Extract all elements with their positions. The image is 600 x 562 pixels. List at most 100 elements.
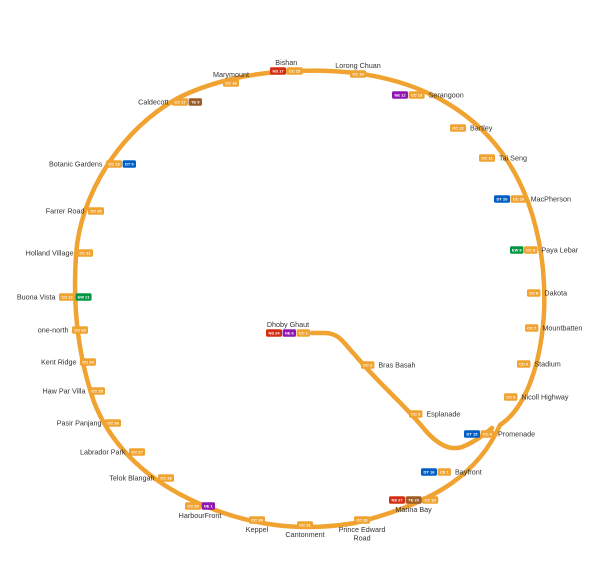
station-code-badge: [422, 496, 439, 504]
station-bayfront: DT 16 CE 1 Bayfront: [421, 468, 482, 477]
station-macpherson: DT 26 CC 10 MacPherson: [494, 195, 571, 204]
station-code: EW 8: [512, 248, 523, 253]
station-name: Keppel: [246, 525, 269, 534]
station-name: Labrador Park: [80, 448, 126, 457]
station-name: Road: [353, 533, 370, 542]
station-code: CC 24: [82, 360, 94, 365]
station-code-badge: [389, 496, 405, 504]
station-code-badge: [409, 410, 423, 418]
station-code-badge: [266, 329, 282, 337]
station-name: Esplanade: [426, 410, 460, 419]
station-name: Promenade: [498, 430, 535, 439]
station-code: CC 22: [61, 295, 73, 300]
circle-line-downtown-branch-route: [309, 330, 495, 451]
station-code: TE 20: [408, 498, 419, 503]
station-code: CE 1: [440, 470, 450, 475]
station-code: CC 1: [299, 331, 309, 336]
station-code-badge: [59, 293, 75, 301]
station-code: CC 33: [425, 498, 437, 503]
station-name: Dhoby Ghaut: [267, 320, 309, 329]
station-name: Tai Seng: [499, 154, 527, 163]
station-code: NS 27: [391, 498, 403, 503]
station-code: CC 2: [363, 363, 373, 368]
station-code: CC 7: [527, 326, 537, 331]
station-code: DT 26: [497, 197, 509, 202]
station-name: Farrer Road: [46, 207, 85, 216]
station-code-badge: [350, 70, 366, 78]
station-code-badge: [437, 468, 451, 476]
station-code-badge: [392, 91, 408, 99]
station-name: Caldecott: [138, 98, 168, 107]
station-code: CC 8: [529, 291, 539, 296]
station-code-badge: [72, 326, 88, 334]
station-code-badge: [450, 124, 466, 132]
station-name: Mountbatten: [542, 324, 582, 333]
station-code-badge: [106, 160, 122, 168]
station-code-badge: [524, 246, 538, 254]
station-code: CC 28: [160, 476, 172, 481]
station-code-badge: [517, 360, 531, 368]
station-code: CC 6: [519, 362, 529, 367]
station-code-badge: [527, 289, 541, 297]
station-code-badge: [75, 293, 92, 301]
station-code-badge: [89, 387, 105, 395]
station-code-badge: [361, 361, 375, 369]
station-code: DT 16: [424, 470, 436, 475]
circle-line-loop-route: [72, 68, 547, 530]
station-mountbatten: CC 7 Mountbatten: [525, 324, 582, 333]
station-keppel: CC 30 Keppel: [246, 516, 269, 534]
station-code-badge: [297, 521, 313, 529]
station-code-badge: [408, 91, 425, 99]
station-code: CC 3: [411, 412, 421, 417]
station-name: Dakota: [544, 289, 567, 298]
station-name: Serangoon: [429, 91, 464, 100]
station-code-badge: [282, 329, 296, 337]
station-code: CC 4: [483, 432, 493, 437]
station-code-badge: [286, 67, 303, 75]
station-code-badge: [122, 160, 136, 168]
station-code: DT 9: [125, 162, 134, 167]
station-code: CC 21: [79, 251, 91, 256]
station-code-badge: [354, 516, 370, 524]
station-name: HarbourFront: [179, 511, 222, 520]
station-promenade: DT 15 CC 4 Promenade: [464, 430, 535, 439]
station-name: Marymount: [213, 70, 249, 79]
station-code-badge: [129, 448, 145, 456]
station-code: CC 30: [251, 518, 263, 523]
station-code: CC 20: [90, 209, 102, 214]
station-code: CC 12: [452, 126, 464, 131]
station-code: TE 9: [191, 100, 200, 105]
station-code: EW 21: [78, 295, 91, 300]
station-code-badge: [270, 67, 286, 75]
station-tai-seng: CC 11 Tai Seng: [479, 154, 527, 163]
station-dakota: CC 8 Dakota: [527, 289, 567, 298]
station-code: CC 29: [187, 504, 199, 509]
station-code: CC 11: [481, 156, 493, 161]
station-name: Bayfront: [455, 468, 482, 477]
station-code: CC 5: [506, 395, 516, 400]
station-code-badge: [525, 324, 539, 332]
station-code: CC 25: [91, 389, 103, 394]
station-code: CC 27: [131, 450, 143, 455]
station-code: DT 15: [467, 432, 479, 437]
station-code: NS 24: [268, 331, 280, 336]
station-name: Bishan: [275, 58, 297, 67]
station-name: MacPherson: [531, 195, 571, 204]
station-code: CC 32: [356, 518, 368, 523]
station-code: CC 10: [513, 197, 525, 202]
station-code-badge: [479, 154, 495, 162]
station-code: CC 19: [108, 162, 120, 167]
station-code-badge: [510, 246, 524, 254]
station-name: Kent Ridge: [41, 358, 77, 367]
